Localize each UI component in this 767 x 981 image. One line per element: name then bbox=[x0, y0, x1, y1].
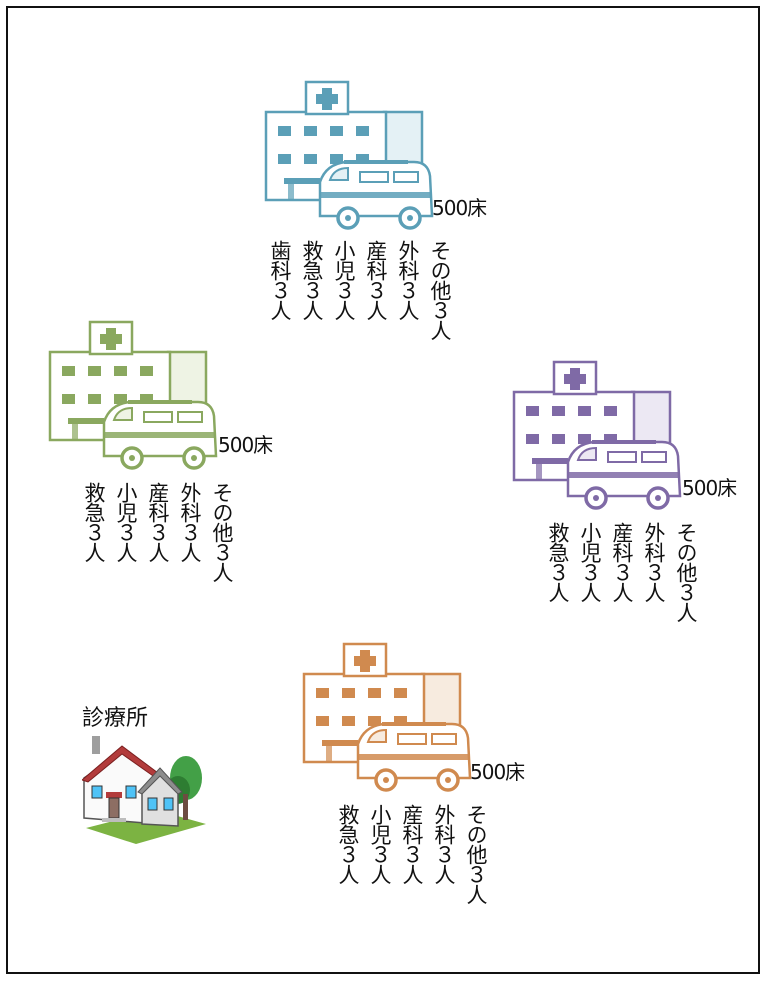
department-label: 外科３人 bbox=[642, 522, 666, 602]
bed-count: 500床 bbox=[432, 196, 487, 220]
clinic-label: 診療所 bbox=[82, 706, 149, 731]
hospital-right: 500床 救急３人 小児３人 産科３人 外科３人 その他３人 bbox=[512, 360, 767, 660]
department-label: 外科３人 bbox=[178, 482, 202, 562]
hospital-left: 500床 救急３人 小児３人 産科３人 外科３人 その他３人 bbox=[48, 320, 318, 620]
department-list: 救急３人 小児３人 産科３人 外科３人 その他３人 bbox=[78, 482, 238, 582]
department-label: その他３人 bbox=[428, 240, 452, 340]
hospital-ambulance-icon bbox=[48, 320, 218, 470]
hospital-ambulance-icon bbox=[264, 80, 434, 230]
bed-count: 500床 bbox=[682, 476, 737, 500]
department-label: 救急３人 bbox=[300, 240, 324, 320]
department-label: その他３人 bbox=[210, 482, 234, 582]
department-label: 産科３人 bbox=[400, 804, 424, 884]
department-label: 外科３人 bbox=[432, 804, 456, 884]
department-label: 救急３人 bbox=[336, 804, 360, 884]
department-label: 救急３人 bbox=[546, 522, 570, 602]
department-label: 外科３人 bbox=[396, 240, 420, 320]
department-list: 救急３人 小児３人 産科３人 外科３人 その他３人 bbox=[332, 804, 492, 904]
hospital-top: 500床 歯科３人 救急３人 小児３人 産科３人 外科３人 その他３人 bbox=[264, 80, 534, 380]
department-label: 歯科３人 bbox=[268, 240, 292, 320]
department-label: 産科３人 bbox=[364, 240, 388, 320]
department-label: 産科３人 bbox=[146, 482, 170, 562]
hospital-ambulance-icon bbox=[302, 642, 472, 792]
bed-count: 500床 bbox=[470, 760, 525, 784]
bed-count: 500床 bbox=[218, 433, 273, 457]
department-label: その他３人 bbox=[674, 522, 698, 622]
house-icon bbox=[82, 736, 206, 844]
department-label: 産科３人 bbox=[610, 522, 634, 602]
department-label: その他３人 bbox=[464, 804, 488, 904]
department-list: 歯科３人 救急３人 小児３人 産科３人 外科３人 その他３人 bbox=[264, 240, 456, 340]
hospital-bottom: 500床 救急３人 小児３人 産科３人 外科３人 その他３人 bbox=[302, 642, 572, 942]
department-label: 小児３人 bbox=[578, 522, 602, 602]
hospital-ambulance-icon bbox=[512, 360, 682, 510]
department-label: 小児３人 bbox=[114, 482, 138, 562]
diagram-frame bbox=[6, 6, 760, 974]
department-label: 小児３人 bbox=[332, 240, 356, 320]
department-list: 救急３人 小児３人 産科３人 外科３人 その他３人 bbox=[542, 522, 702, 622]
department-label: 救急３人 bbox=[82, 482, 106, 562]
department-label: 小児３人 bbox=[368, 804, 392, 884]
